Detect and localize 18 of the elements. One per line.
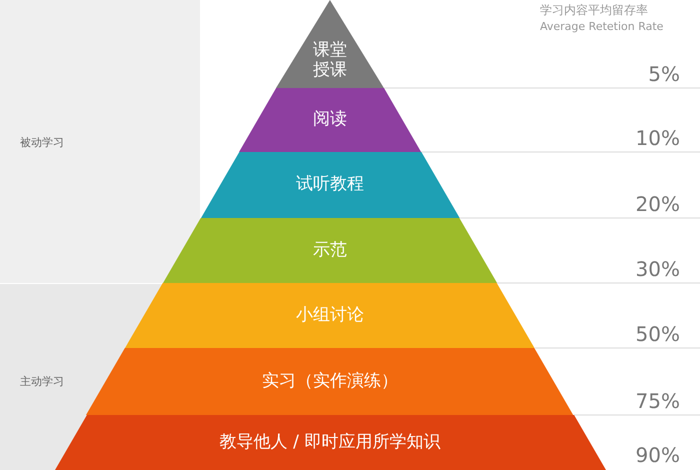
layer-label: 实习（实作演练） bbox=[260, 370, 399, 391]
retention-percentage: 90% bbox=[634, 443, 680, 467]
retention-percentage: 30% bbox=[634, 257, 680, 281]
retention-percentage: 20% bbox=[634, 192, 680, 216]
layer-label: 教导他人 / 即时应用所学知识 bbox=[218, 432, 442, 452]
category-label: 被动学习 bbox=[20, 135, 64, 150]
layer-label: 试听教程 bbox=[294, 174, 365, 194]
column-header: Average Retetion Rate bbox=[540, 20, 664, 33]
retention-percentage: 10% bbox=[634, 126, 680, 150]
column-header: 学习内容平均留存率 bbox=[540, 2, 648, 19]
retention-percentage: 50% bbox=[634, 322, 680, 346]
retention-percentage: 75% bbox=[634, 389, 680, 413]
layer-label: 示范 bbox=[312, 240, 348, 260]
layer-label: 课堂授课 bbox=[312, 40, 348, 81]
retention-percentage: 5% bbox=[647, 62, 680, 86]
layer-label: 阅读 bbox=[312, 109, 348, 130]
layer-label: 小组讨论 bbox=[294, 304, 365, 325]
category-label: 主动学习 bbox=[20, 374, 64, 389]
